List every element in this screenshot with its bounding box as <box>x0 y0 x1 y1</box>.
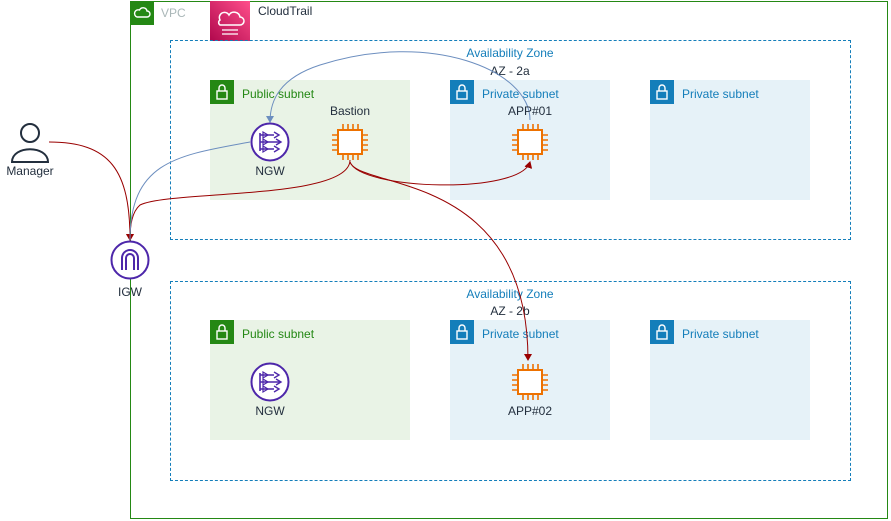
igw-label: IGW <box>118 285 142 299</box>
az1-name: AZ - 2a <box>490 64 530 78</box>
internet-gateway-icon <box>110 240 150 280</box>
availability-zone-2b <box>170 281 851 481</box>
ec2-instance-icon <box>510 362 550 402</box>
az1-title: Availability Zone <box>466 46 554 60</box>
lock-icon <box>450 80 474 104</box>
lock-icon <box>650 80 674 104</box>
bastion-to-app01-line <box>349 161 533 186</box>
user-icon <box>10 121 50 163</box>
cloudtrail-label: CloudTrail <box>258 4 313 18</box>
lock-icon <box>650 320 674 344</box>
bastion-to-igw-line <box>126 159 351 241</box>
ngw-az1-label: NGW <box>255 164 285 178</box>
bastion-label: Bastion <box>329 104 371 118</box>
az2-private-subnet-a-label: Private subnet <box>482 327 559 341</box>
vpc-label: VPC <box>161 6 186 20</box>
az2-title: Availability Zone <box>466 287 554 301</box>
app01-label: APP#01 <box>507 104 553 118</box>
cloudtrail-icon <box>210 1 250 41</box>
vpc-cloud-icon <box>130 1 154 25</box>
az1-private-subnet-b <box>650 80 810 200</box>
lock-icon <box>210 80 234 104</box>
availability-zone-2a <box>170 40 851 240</box>
app01-to-ngw-line <box>266 51 531 123</box>
az2-private-subnet-b <box>650 320 810 440</box>
az2-public-subnet <box>210 320 410 440</box>
az2-private-subnet-b-label: Private subnet <box>682 327 759 341</box>
lock-icon <box>210 320 234 344</box>
manager-label: Manager <box>6 164 54 178</box>
app02-label: APP#02 <box>507 404 553 418</box>
az2-public-subnet-label: Public subnet <box>242 327 315 341</box>
ngw-az2-label: NGW <box>255 404 285 418</box>
lock-icon <box>450 320 474 344</box>
igw-to-ngw-line <box>129 141 251 241</box>
ec2-instance-icon <box>510 122 550 162</box>
nat-gateway-icon <box>250 122 290 162</box>
bastion-to-app02-line <box>349 161 532 361</box>
az1-private-subnet-b-label: Private subnet <box>682 87 759 101</box>
manager-to-igw-line <box>48 141 134 241</box>
ec2-instance-icon <box>330 122 370 162</box>
az2-name: AZ - 2b <box>490 304 530 318</box>
nat-gateway-icon <box>250 362 290 402</box>
az1-public-subnet <box>210 80 410 200</box>
